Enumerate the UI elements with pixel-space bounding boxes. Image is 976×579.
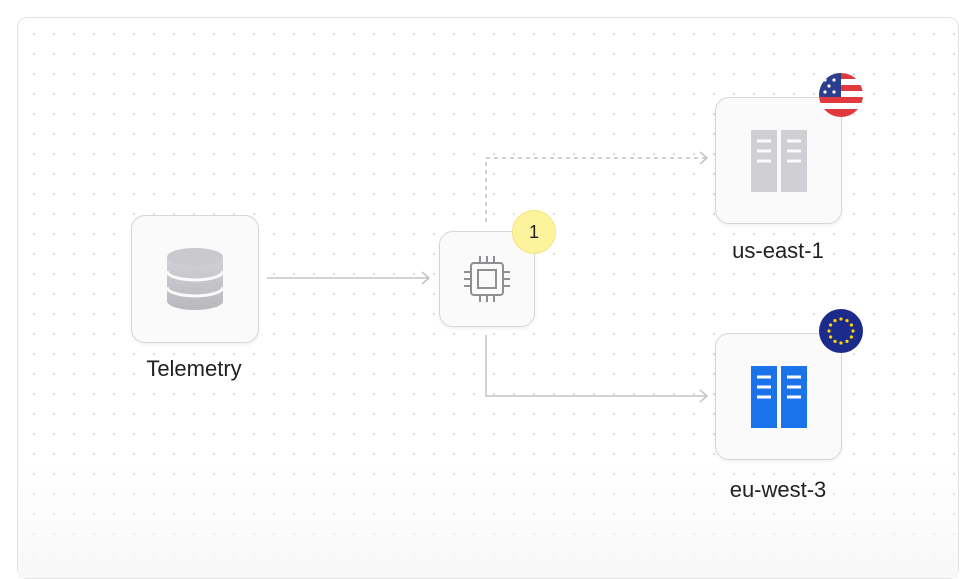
us-flag-icon — [819, 73, 863, 117]
eu-west-3-label: eu-west-3 — [729, 477, 827, 502]
server-icon — [750, 129, 807, 192]
connectors — [267, 151, 709, 403]
us-east-1-node[interactable] — [715, 97, 842, 224]
eu-west-3-node[interactable] — [715, 333, 842, 460]
telemetry-node[interactable] — [131, 215, 259, 343]
eu-flag-icon — [819, 309, 863, 353]
database-icon — [165, 248, 225, 310]
telemetry-label: Telemetry — [146, 356, 242, 381]
processor-count-badge: 1 — [512, 210, 556, 254]
server-icon — [750, 365, 807, 428]
edge-processor-us-east-1 — [485, 157, 706, 222]
cpu-icon — [464, 256, 510, 302]
edge-processor-eu-west-3 — [485, 335, 709, 403]
edge-telemetry-processor — [267, 271, 431, 285]
us-east-1-label: us-east-1 — [732, 238, 824, 263]
